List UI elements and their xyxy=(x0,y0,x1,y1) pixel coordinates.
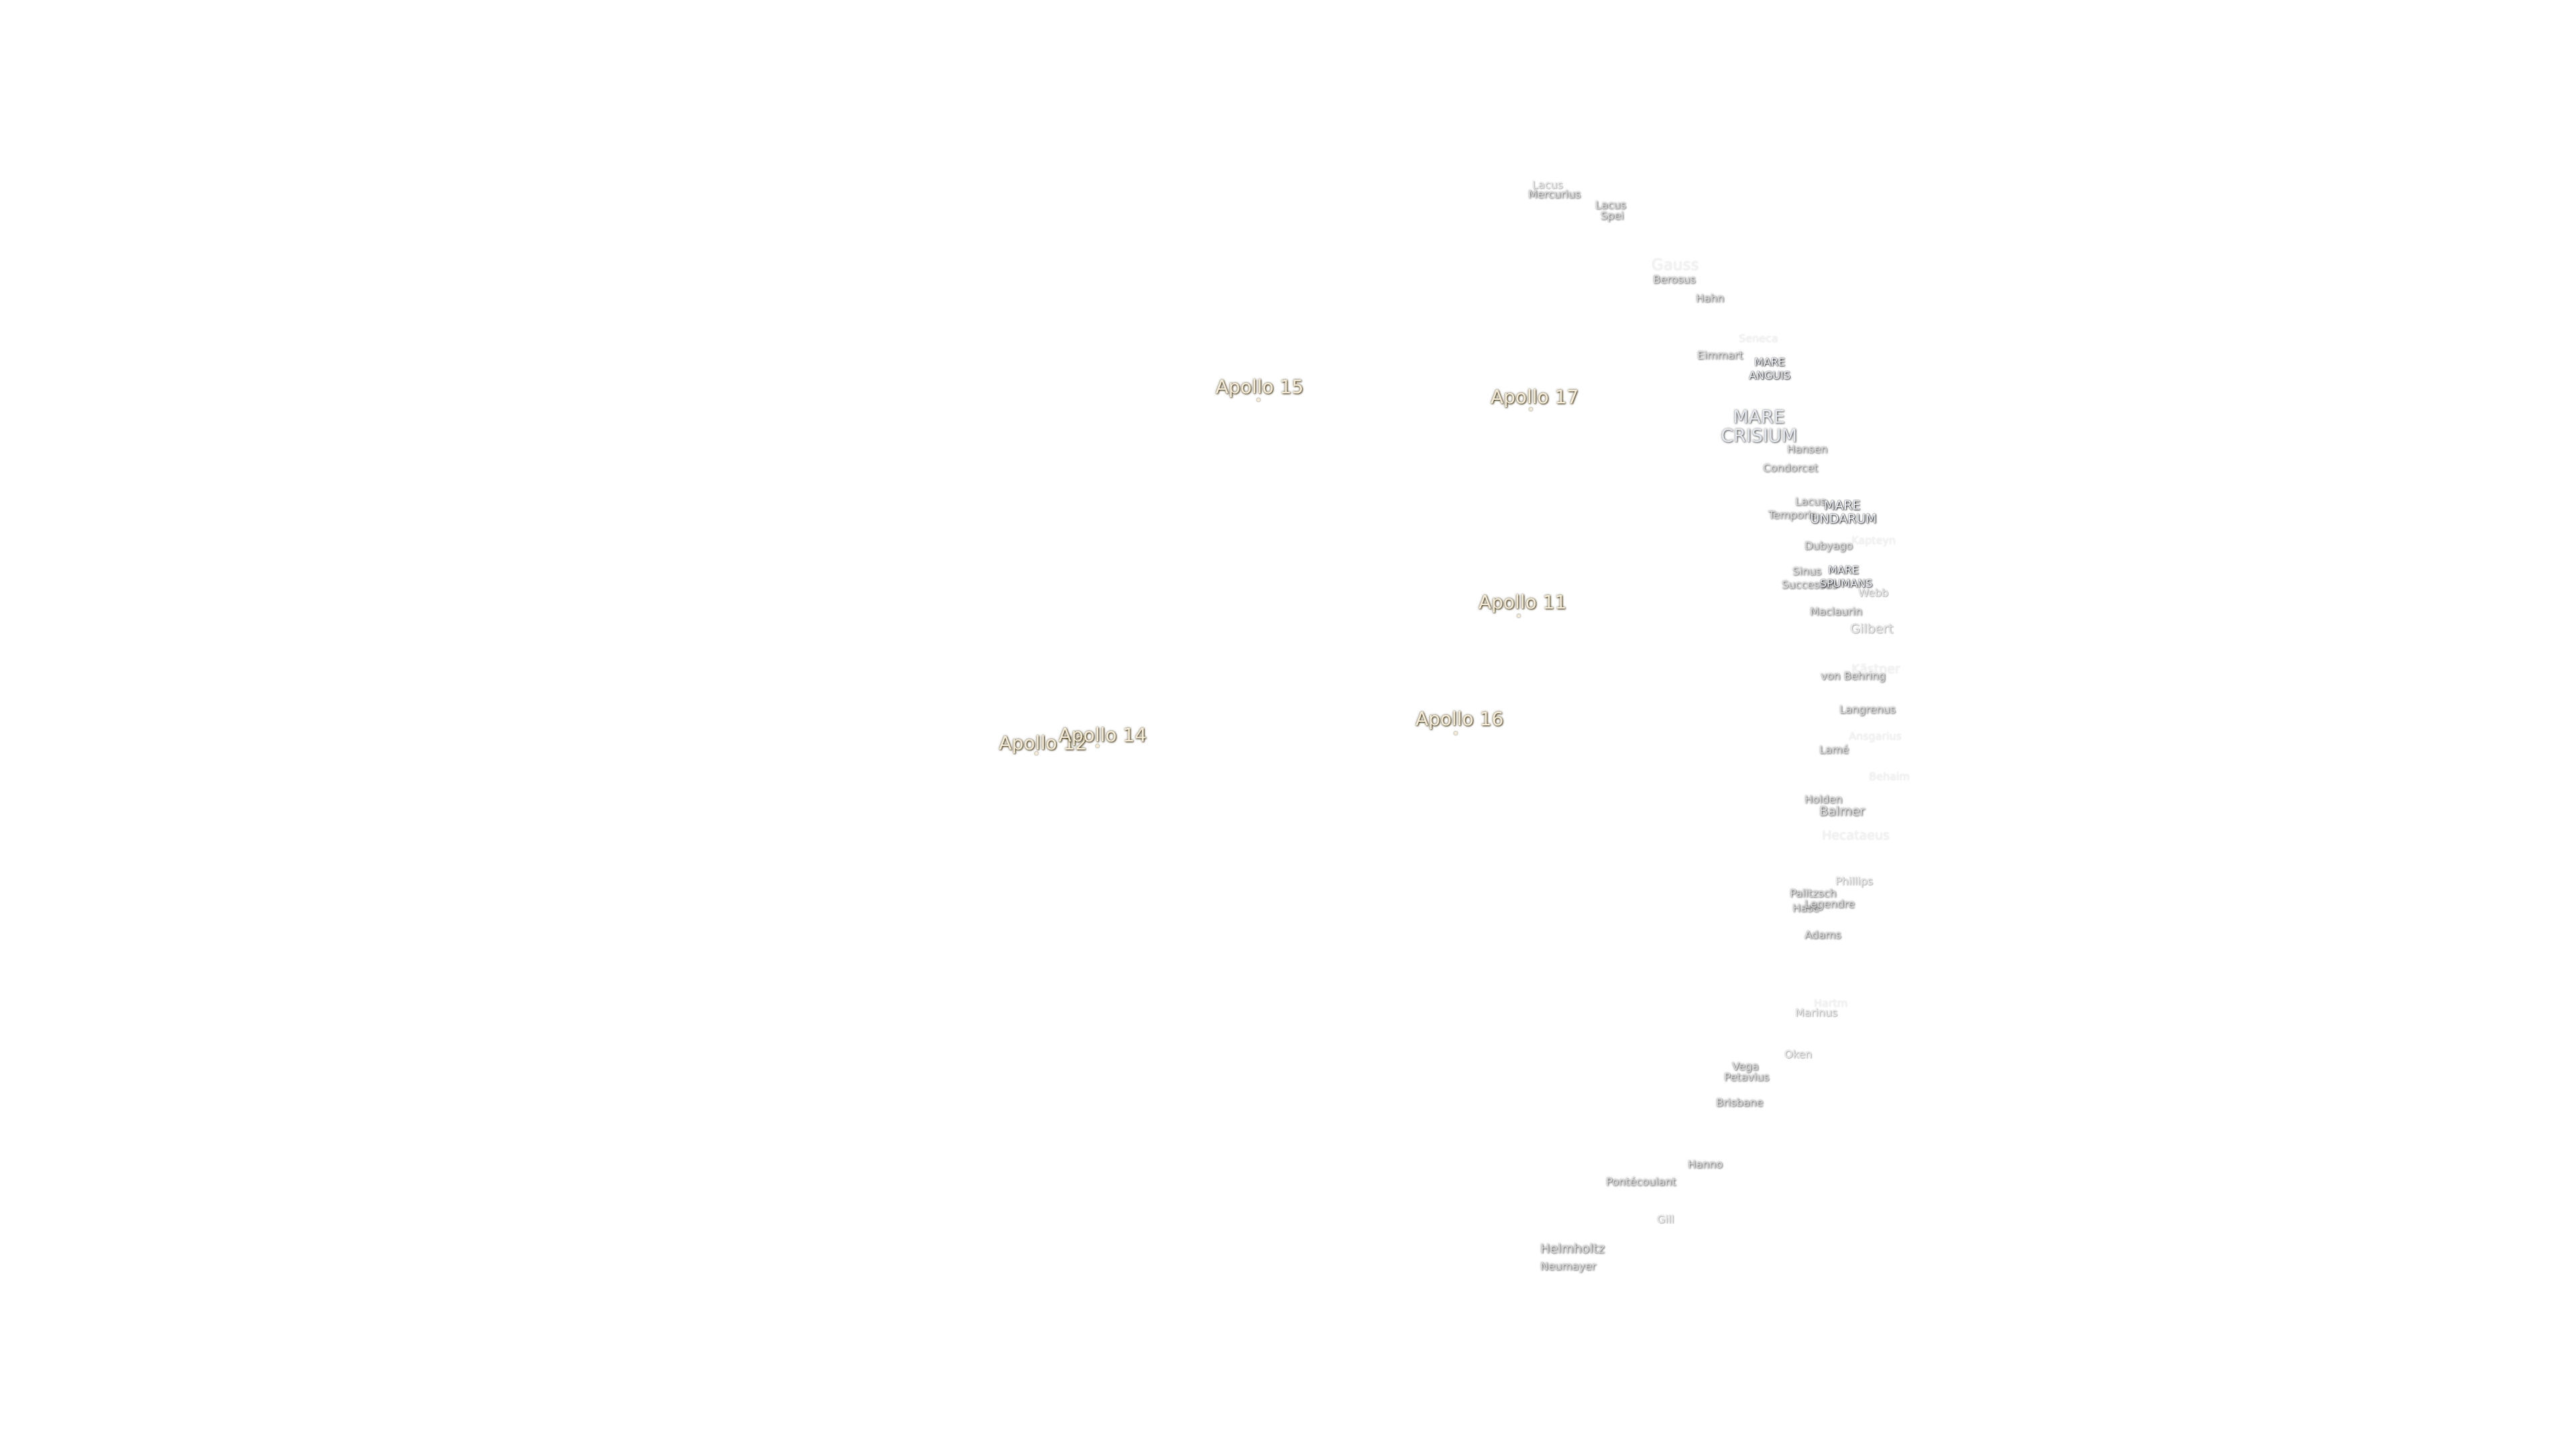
adams-label: Adams xyxy=(1805,928,1841,941)
apollo-16-marker[interactable] xyxy=(1454,731,1458,735)
lacus-spei-label-2: Spei xyxy=(1601,209,1624,222)
sinus-successus-label-2: Successus xyxy=(1782,578,1837,591)
apollo-17-marker[interactable] xyxy=(1529,407,1533,411)
sinus-successus-label-1: Sinus xyxy=(1792,565,1822,578)
legendre-label: Legendre xyxy=(1805,898,1855,910)
seneca-label: Seneca xyxy=(1739,332,1778,345)
phillips-label: Phillips xyxy=(1835,875,1874,888)
lacus-temporis-label-2: Temporis xyxy=(1768,508,1817,521)
apollo-11-marker[interactable] xyxy=(1517,614,1521,618)
apollo-15-label[interactable]: Apollo 15 xyxy=(1216,376,1304,398)
von-behring-label: von Behring xyxy=(1821,669,1886,682)
mare-crisium-label-2: CRISIUM xyxy=(1721,425,1797,447)
mare-crisium-label-1: MARE xyxy=(1733,407,1785,428)
lame-label: Lamé xyxy=(1819,743,1849,756)
palitzsch-label: Palitzsch xyxy=(1790,887,1837,900)
langrenus-label: Langrenus xyxy=(1839,703,1896,716)
neumayer-label: Neumayer xyxy=(1540,1260,1597,1273)
lacus-mortis-label: Lacus xyxy=(1532,178,1563,191)
apollo-16-label[interactable]: Apollo 16 xyxy=(1415,708,1504,730)
behaim-label: Behaim xyxy=(1869,770,1910,783)
petavius-label: Petavius xyxy=(1724,1071,1770,1083)
maclaurin-label: Maclaurin xyxy=(1810,605,1862,618)
helmholtz-label: Helmholtz xyxy=(1540,1241,1605,1256)
hase-label: Hase xyxy=(1792,902,1820,914)
webb-label: Webb xyxy=(1858,586,1889,599)
apollo-12-marker[interactable] xyxy=(1034,751,1038,755)
berosus-label: Berosus xyxy=(1653,273,1696,286)
gill-label: Gill xyxy=(1657,1213,1674,1226)
condorcet-label: Condorcet xyxy=(1763,462,1819,474)
hecataeus-label: Hecataeus xyxy=(1822,828,1890,843)
eimmart-label: Eimmart xyxy=(1697,349,1743,362)
gauss-label: Gauss xyxy=(1652,256,1699,274)
mare-spumans-label-1: MARE xyxy=(1828,564,1859,576)
vega-label: Vega xyxy=(1732,1060,1759,1073)
pontecoulant-label: Pontécoulant xyxy=(1606,1175,1676,1188)
ansgarius-label: Ansgarius xyxy=(1849,730,1902,743)
apollo-14-marker[interactable] xyxy=(1095,744,1099,748)
oken-label: Oken xyxy=(1784,1048,1813,1061)
mare-spumans-label-2: SPUMANS xyxy=(1819,577,1873,590)
balmer-label: Balmer xyxy=(1819,804,1865,819)
hartm-label: Hartm xyxy=(1814,997,1848,1010)
mare-anguis-label-2: ANGUIS xyxy=(1749,369,1790,382)
apollo-11-label[interactable]: Apollo 11 xyxy=(1479,591,1567,613)
mare-undarum-label-2: UNDARUM xyxy=(1810,511,1877,527)
kapteyn-faint-label: Kapteyn xyxy=(1851,534,1896,547)
hansen-label: Hansen xyxy=(1787,443,1828,455)
brisbane-label: Brisbane xyxy=(1716,1096,1764,1109)
gilbert-label: Gilbert xyxy=(1850,621,1894,637)
mercurius-label: Mercurius xyxy=(1528,188,1581,201)
apollo-15-marker[interactable] xyxy=(1256,398,1260,402)
mare-undarum-label-1: MARE xyxy=(1823,498,1861,513)
lacus-temporis-label-1: Lacus xyxy=(1795,495,1826,508)
hahn-label: Hahn xyxy=(1696,292,1725,305)
apollo-14-label[interactable]: Apollo 14 xyxy=(1059,724,1147,746)
kastner-label: Kästner xyxy=(1851,661,1900,677)
holden-label: Holden xyxy=(1805,793,1843,806)
apollo-17-label[interactable]: Apollo 17 xyxy=(1491,386,1579,408)
apollo-12-label[interactable]: Apollo 12 xyxy=(999,732,1087,754)
dubyago-label: Dubyago xyxy=(1805,539,1853,552)
mare-anguis-label-1: MARE xyxy=(1754,356,1785,368)
marinus-label: Marinus xyxy=(1795,1006,1838,1019)
lacus-spei-label-1: Lacus xyxy=(1595,199,1626,211)
hanno-label: Hanno xyxy=(1688,1158,1723,1171)
